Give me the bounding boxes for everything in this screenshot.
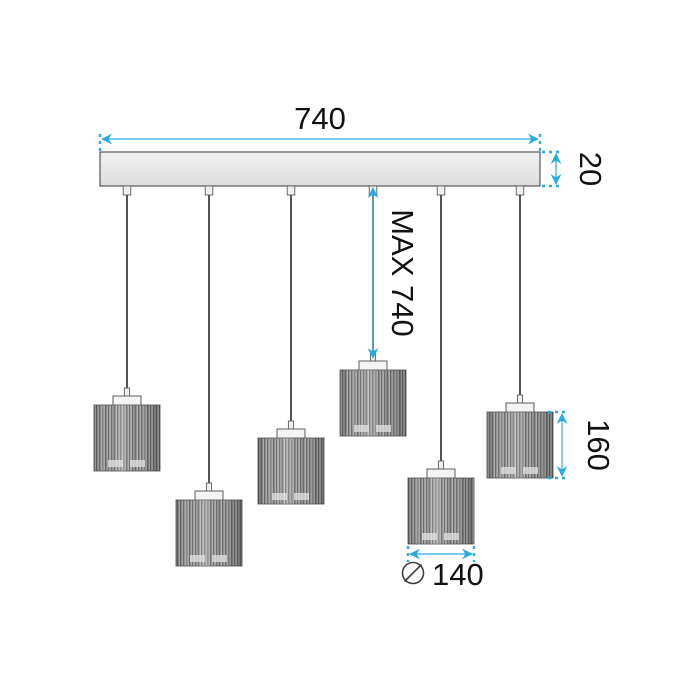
lamp-1-shade <box>93 404 161 472</box>
lamp-5-ceiling-gland <box>436 185 446 196</box>
dimension-bar-thickness: 20 <box>542 150 608 188</box>
dimension-label-diameter: 140 <box>432 557 484 592</box>
lamp-4 <box>339 185 407 437</box>
lamp-2-shade <box>175 499 243 567</box>
lamp-3-ceiling-gland <box>286 185 296 196</box>
lamp-1-ceiling-gland <box>122 185 132 196</box>
dimension-overall-width: 740 <box>98 101 542 155</box>
lamp-2 <box>175 185 243 567</box>
lamp-4-shade <box>339 369 407 437</box>
dimension-shade-diameter: 140 <box>401 546 484 592</box>
ceiling-bar-body <box>99 151 541 187</box>
diameter-symbol-icon <box>401 561 425 585</box>
dimension-label-drop: MAX 740 <box>385 209 420 337</box>
dimension-label-width: 740 <box>294 101 346 136</box>
ceiling-mount-bar <box>99 151 541 187</box>
lamp-6-ceiling-gland <box>515 185 525 196</box>
dimension-label-shade-height: 160 <box>581 419 616 471</box>
lamp-5-shade <box>407 477 475 545</box>
lamp-5 <box>407 185 475 545</box>
lamp-6-shade <box>486 411 554 479</box>
lamp-1 <box>93 185 161 472</box>
lamp-3-shade <box>257 437 325 505</box>
dimension-max-drop: MAX 740 <box>367 187 420 359</box>
dimension-shade-height: 160 <box>548 410 616 480</box>
dimension-label-thickness: 20 <box>573 152 608 186</box>
lamp-3 <box>257 185 325 505</box>
lamp-2-ceiling-gland <box>204 185 214 196</box>
lamp-6 <box>486 185 554 479</box>
